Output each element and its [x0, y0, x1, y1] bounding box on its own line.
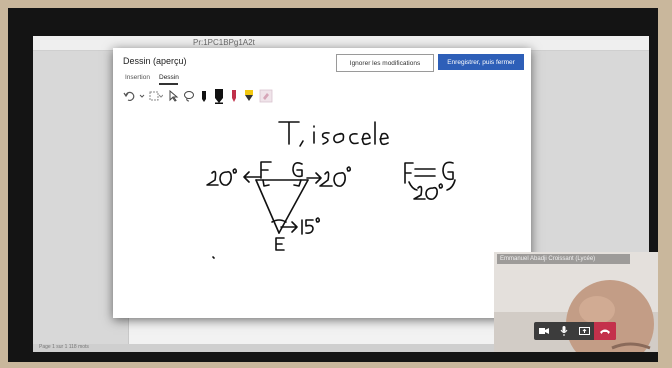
status-text: Page 1 sur 1 118 mots	[39, 344, 89, 350]
ink-triangle-right	[278, 179, 309, 234]
ink-bracket-left	[408, 181, 418, 191]
ink-eq-letter-f	[404, 162, 414, 184]
pen-black-icon[interactable]	[199, 89, 209, 103]
ink-arrow-bottom	[280, 221, 298, 233]
call-controls	[534, 322, 616, 340]
drawing-toolbar	[123, 88, 277, 104]
video-call-tile: Emmanuel Abadji Croissant (Lycée)	[494, 252, 658, 352]
ink-dot	[212, 256, 215, 259]
ink-letter-c	[349, 133, 359, 145]
ink-angle-arc-bottom	[271, 219, 287, 223]
document-status-bar: Page 1 sur 1 118 mots	[33, 344, 649, 352]
ink-angle-mark-right	[293, 179, 302, 187]
ink-degree-bottom	[315, 217, 321, 223]
select-icon[interactable]	[149, 90, 163, 102]
ink-bracket-right	[446, 179, 456, 191]
ink-letter-e2	[379, 132, 389, 146]
share-screen-icon[interactable]	[574, 322, 594, 340]
ink-digit-0-left	[219, 171, 232, 186]
ink-eq-letter-g	[442, 161, 454, 181]
ink-arrow-right	[306, 172, 322, 184]
ink-degree-left	[232, 168, 238, 174]
participant-name: Emmanuel Abadji Croissant (Lycée)	[497, 254, 630, 264]
undo-icon[interactable]	[123, 90, 135, 102]
hang-up-icon[interactable]	[594, 322, 616, 340]
ink-digit-2-left	[206, 170, 219, 186]
eraser-icon[interactable]	[259, 89, 273, 103]
pointer-icon[interactable]	[167, 90, 179, 102]
ink-arrow-left	[243, 171, 261, 183]
ink-eq-digit-2	[413, 185, 426, 200]
ink-comma	[299, 140, 304, 147]
save-and-close-button[interactable]: Enregistrer, puis fermer	[438, 54, 524, 70]
ink-letter-e-vertex	[275, 237, 285, 251]
screen-frame: Pr:1PC1BPg1A2t Page 1 sur 1 118 mots Des…	[8, 8, 658, 362]
ink-degree-right	[346, 166, 352, 172]
active-tab-indicator	[159, 83, 178, 85]
pen-black-thick-icon[interactable]	[213, 88, 225, 104]
pen-red-icon[interactable]	[229, 89, 239, 103]
mic-icon[interactable]	[554, 322, 574, 340]
dialog-title: Dessin (aperçu)	[123, 56, 187, 66]
ink-eq-digit-0	[425, 186, 438, 200]
ink-letter-e	[361, 132, 371, 146]
camera-icon[interactable]	[534, 322, 554, 340]
highlighter-yellow-icon[interactable]	[243, 89, 255, 103]
ink-drawing	[206, 121, 456, 259]
ink-angle-mark-left	[262, 179, 270, 187]
document-caption: Pr:1PC1BPg1A2t	[193, 38, 255, 47]
ink-letter-o	[333, 132, 345, 144]
dropdown-chevron-icon[interactable]	[139, 90, 145, 102]
drawing-canvas[interactable]	[113, 110, 531, 318]
ink-triangle-left	[255, 179, 280, 234]
ink-digit-2-right	[319, 171, 333, 187]
ink-letter-t	[278, 121, 300, 145]
ink-digit-5	[305, 219, 314, 234]
ignore-changes-button[interactable]: Ignorer les modifications	[336, 54, 434, 72]
tab-insertion[interactable]: Insertion	[125, 74, 150, 81]
drawing-dialog: Dessin (aperçu) Ignorer les modification…	[113, 48, 531, 318]
ink-eq-degree	[438, 183, 444, 189]
lasso-icon[interactable]	[183, 90, 195, 102]
ink-digit-0-right	[333, 172, 346, 187]
ink-letter-s	[321, 132, 330, 145]
ink-equals	[414, 168, 436, 177]
ink-letter-f	[260, 161, 272, 179]
ink-letter-g	[292, 162, 303, 178]
tab-dessin[interactable]: Dessin	[159, 74, 179, 81]
